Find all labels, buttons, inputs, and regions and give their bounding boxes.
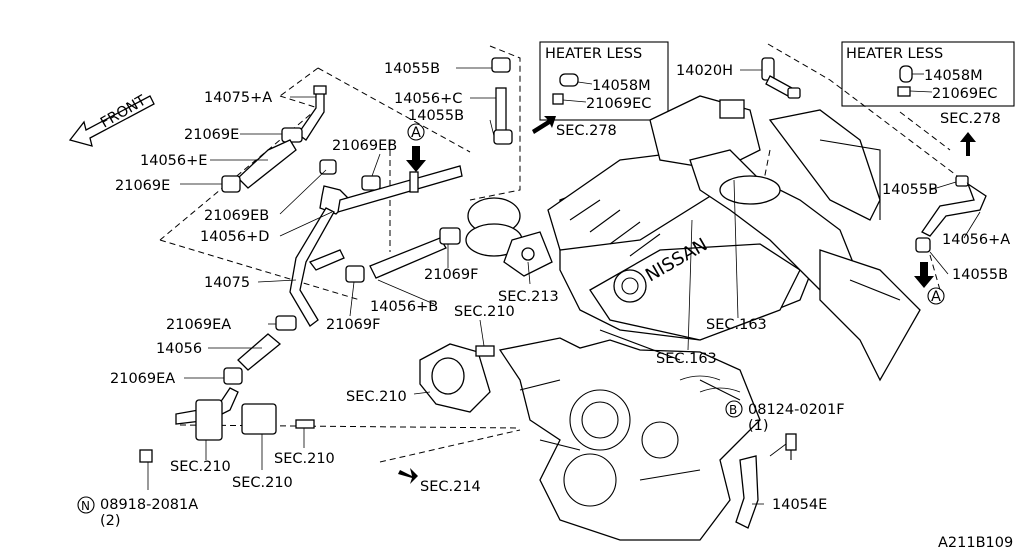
callout-14055b-2: 14055B: [408, 108, 464, 124]
sec210-inlet: SEC.210: [346, 389, 407, 405]
callout-14056: 14056: [156, 341, 202, 357]
callout-14056-b: 14056+B: [370, 299, 438, 315]
box-right-part-1: 14058M: [924, 68, 983, 84]
view-a-marker-right: A: [931, 289, 941, 305]
front-label: FRONT: [98, 93, 149, 132]
section-labels: SEC.278 SEC.278 SEC.213 SEC.210 SEC.210 …: [170, 111, 1001, 495]
view-a-arrow: A: [406, 123, 426, 172]
callout-14055b-4: 14055B: [952, 267, 1008, 283]
sec278-right: SEC.278: [940, 111, 1001, 127]
callout-14055b-1: 14055B: [384, 61, 440, 77]
callout-21069ea-2: 21069EA: [110, 371, 175, 387]
callout-21069eb-1: 21069EB: [204, 208, 269, 224]
sec210-bottom: SEC.210: [232, 475, 293, 491]
diagram-code: A211B109: [938, 535, 1013, 551]
callout-labels: 14075+A 21069E 14056+E 21069E 21069EB 21…: [100, 61, 1010, 529]
bolt-marker: B: [729, 403, 737, 417]
callout-21069e-2: 21069E: [115, 178, 170, 194]
sec213: SEC.213: [498, 289, 559, 305]
box-left-part-2: 21069EC: [586, 96, 651, 112]
box-left-part-1: 14058M: [592, 78, 651, 94]
callout-14056-e: 14056+E: [140, 153, 207, 169]
callout-14056-c: 14056+C: [394, 91, 462, 107]
callout-14056-d: 14056+D: [200, 229, 269, 245]
callout-21069eb-2: 21069EB: [332, 138, 397, 154]
heater-less-box-left: HEATER LESS 14058M 21069EC: [539, 41, 669, 121]
front-arrow: FRONT: [68, 93, 155, 147]
heater-less-box-right: HEATER LESS 14058M 21069EC: [841, 41, 1015, 107]
box-right-part-2: 21069EC: [932, 86, 997, 102]
water-inlet: [419, 343, 495, 413]
callout-14056-a: 14056+A: [942, 232, 1010, 248]
leader-lines: [147, 67, 981, 505]
callout-08918-2081a: 08918-2081A: [100, 497, 198, 513]
engine-block: NISSAN: [498, 95, 921, 541]
view-a-marker: A: [411, 125, 421, 141]
callout-08124-qty: (1): [748, 418, 769, 434]
callout-21069f-1: 21069F: [326, 317, 380, 333]
bracket-assembly: [735, 433, 797, 529]
sec278-left: SEC.278: [556, 123, 617, 139]
callout-14054e: 14054E: [772, 497, 827, 513]
sec214: SEC.214: [420, 479, 481, 495]
callout-14020h: 14020H: [676, 63, 733, 79]
sec163-1: SEC.163: [706, 317, 767, 333]
marker-labels: B N: [77, 400, 743, 514]
sec214-arrow: [398, 468, 418, 484]
sec210-left: SEC.210: [170, 459, 231, 475]
sec210-top: SEC.210: [454, 304, 515, 320]
callout-14075-a: 14075+A: [204, 90, 272, 106]
callout-08918-qty: (2): [100, 513, 121, 529]
callout-14055b-3: 14055B: [882, 182, 938, 198]
callout-21069f-2: 21069F: [424, 267, 478, 283]
callout-14075: 14075: [204, 275, 250, 291]
box-right-title: HEATER LESS: [846, 46, 943, 62]
nut-marker: N: [81, 499, 90, 513]
thermostat-housing: [465, 197, 553, 277]
callout-21069e-1: 21069E: [184, 127, 239, 143]
right-hose-assembly: A: [761, 57, 987, 305]
middle-hose-assembly: [345, 227, 461, 283]
left-hose-assembly: [139, 85, 463, 463]
callout-21069ea-1: 21069EA: [166, 317, 231, 333]
box-left-title: HEATER LESS: [545, 46, 642, 62]
callout-08124-0201f: 08124-0201F: [748, 402, 845, 418]
sec163-2: SEC.163: [656, 351, 717, 367]
top-middle-pipes: [491, 57, 556, 145]
sec210-mid: SEC.210: [274, 451, 335, 467]
